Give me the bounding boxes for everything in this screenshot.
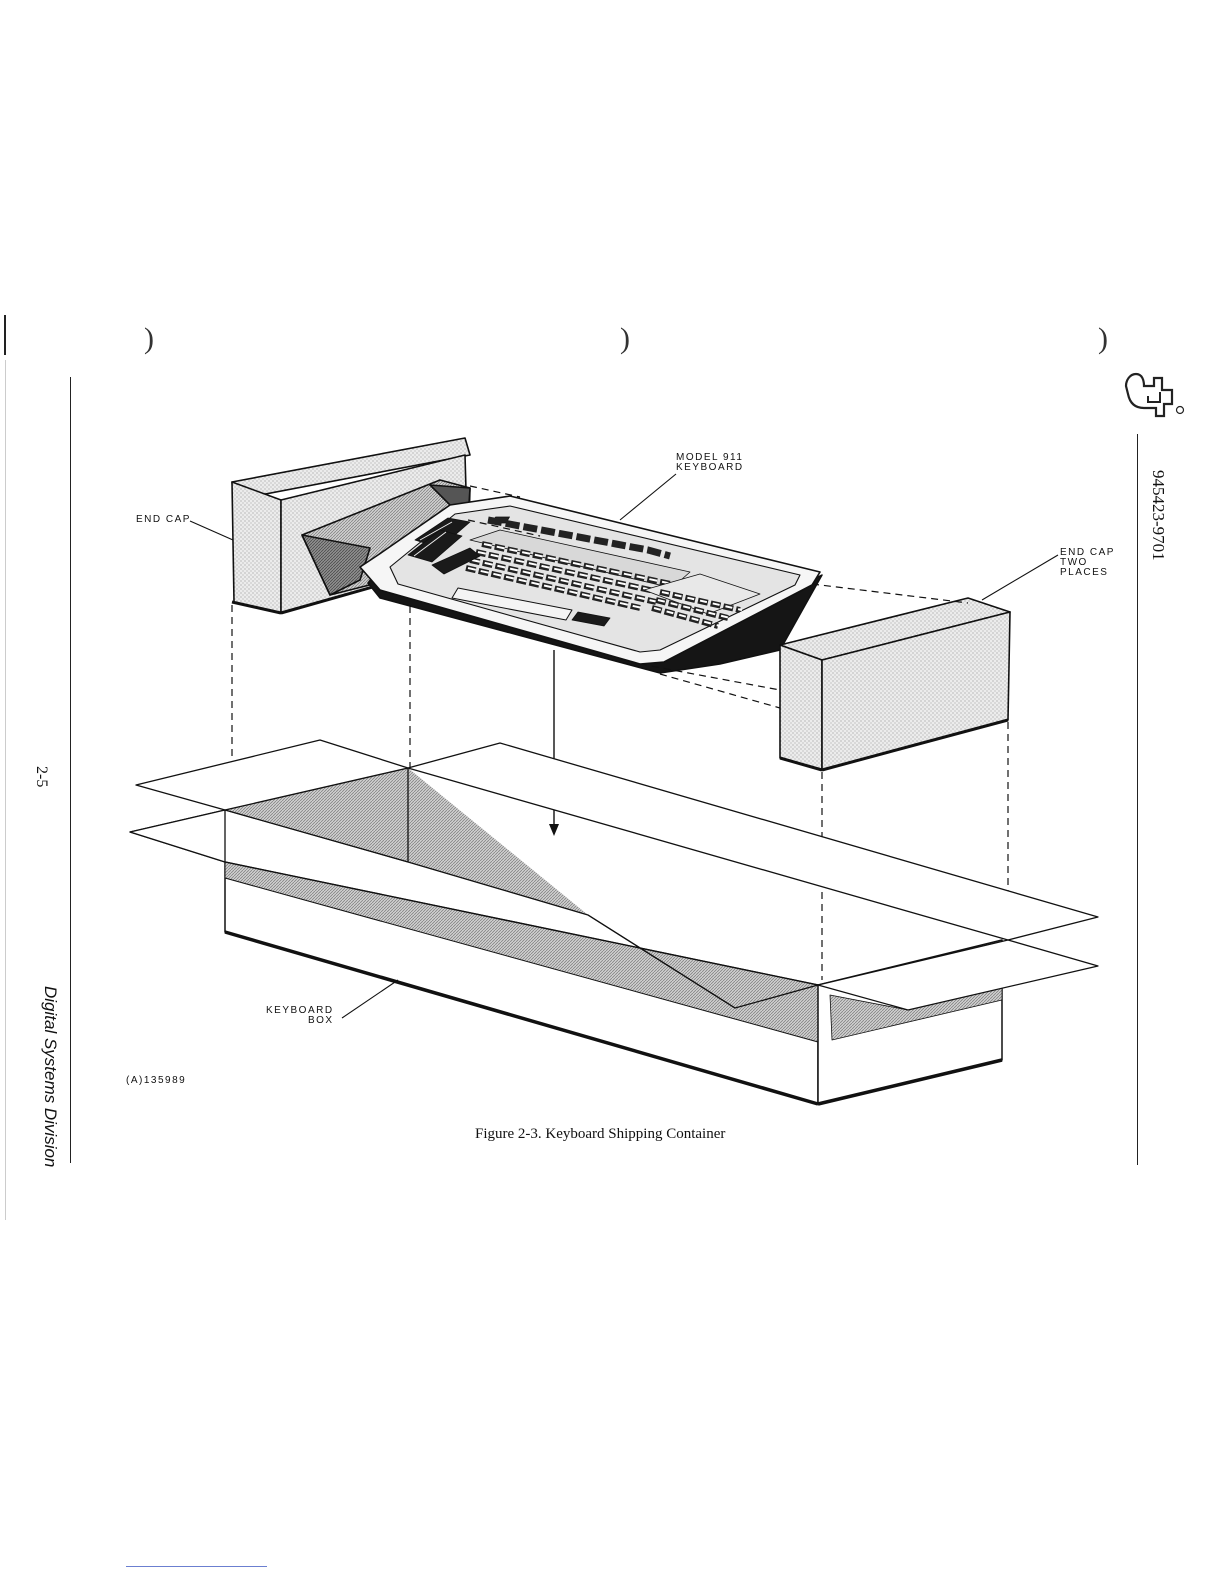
keyboard-box [130, 740, 1098, 1104]
callout-model-keyboard: MODEL 911 KEYBOARD [676, 453, 744, 473]
callout-end-cap-right: END CAP TWO PLACES [1060, 548, 1115, 578]
callout-end-cap-left: END CAP [136, 515, 191, 525]
model-911-keyboard [360, 496, 822, 673]
figure-caption: Figure 2-3. Keyboard Shipping Container [475, 1126, 725, 1143]
right-end-cap [780, 598, 1010, 770]
callout-keyboard-box: KEYBOARD BOX [266, 1006, 334, 1026]
drawing-id: (A)135989 [126, 1076, 186, 1086]
